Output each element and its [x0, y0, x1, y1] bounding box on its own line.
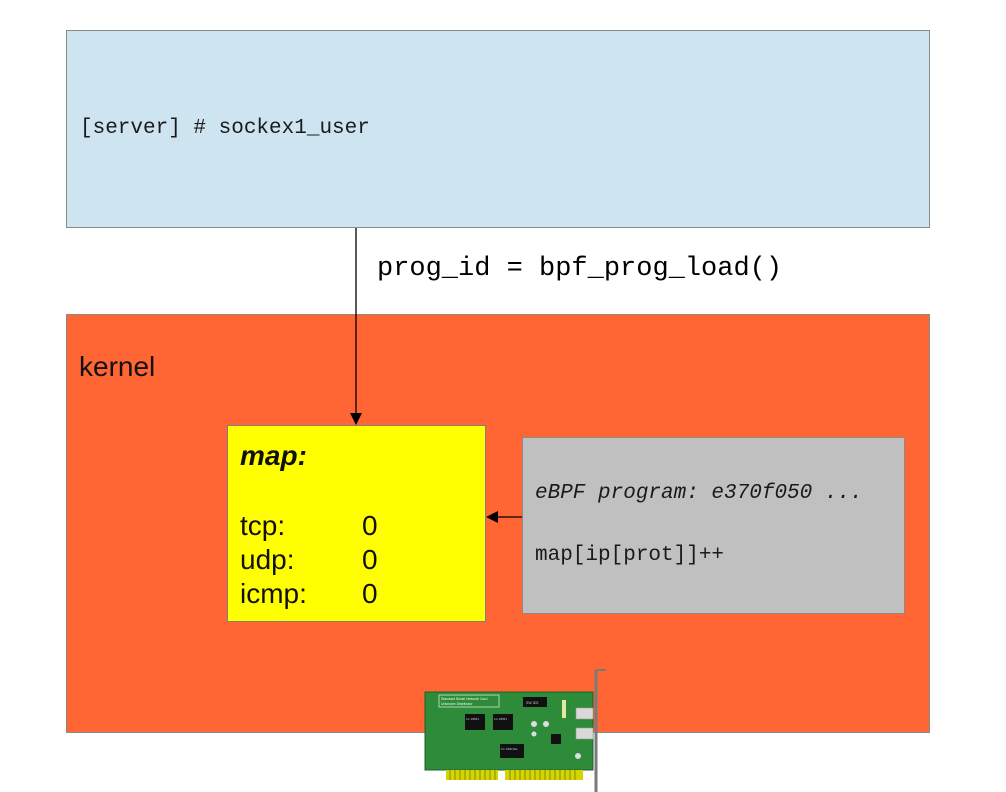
map-value: 0	[362, 578, 378, 609]
map-title: map:	[240, 440, 307, 471]
ebpf-program-box: eBPF program: e370f050 ... map[ip[prot]]…	[522, 437, 905, 614]
syscall-label: prog_id = bpf_prog_load()	[377, 254, 783, 284]
map-value: 0	[362, 510, 378, 541]
kernel-label: kernel	[79, 351, 156, 382]
ebpf-program-code: map[ip[prot]]++	[535, 544, 725, 567]
user-space-box: [server] # sockex1_user	[66, 30, 930, 228]
map-key: udp:	[240, 544, 295, 575]
map-key: tcp:	[240, 510, 286, 541]
map-row-tcp: tcp: 0	[240, 510, 480, 544]
map-row-udp: udp: 0	[240, 544, 480, 578]
map-box: map: tcp: 0 udp: 0 icmp: 0	[227, 425, 486, 622]
nic-chip-label: 1C 180016a	[501, 747, 518, 751]
ebpf-program-id: eBPF program: e370f050 ...	[535, 482, 863, 505]
user-command-text: [server] # sockex1_user	[80, 117, 370, 140]
map-value: 0	[362, 544, 378, 575]
map-row-icmp: icmp: 0	[240, 578, 480, 612]
map-key: icmp:	[240, 578, 307, 609]
